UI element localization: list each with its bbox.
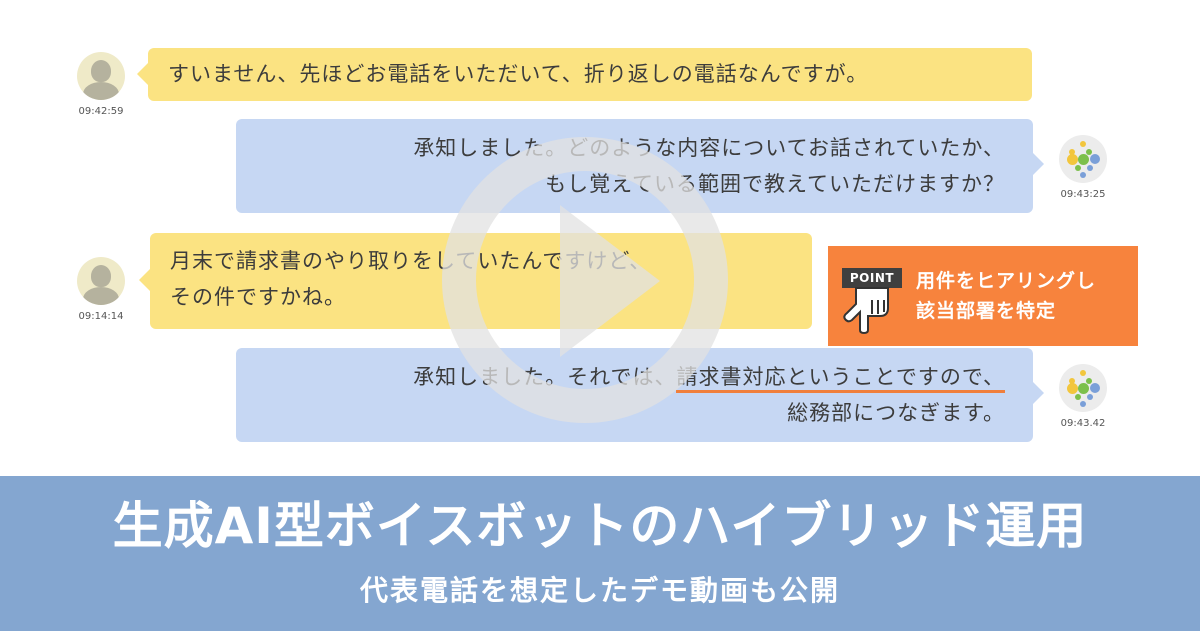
- bot-message-bubble: 承知しました。どのような内容についてお話されていたか、 もし覚えている範囲で教え…: [236, 119, 1044, 213]
- message-line: 承知しました。どのような内容についてお話されていたか、: [413, 136, 1005, 160]
- timestamp: 09:43:25: [1060, 189, 1106, 200]
- caller-avatar: [77, 257, 125, 305]
- bottom-margin: [0, 631, 1200, 644]
- timestamp: 09:42:59: [78, 106, 124, 117]
- point-tag: POINT: [842, 268, 902, 288]
- highlighted-phrase: 請求書対応ということですので、: [676, 365, 1005, 393]
- user-silhouette-icon: [91, 265, 111, 287]
- bot-avatar: [1059, 135, 1107, 183]
- title-banner: 生成AI型ボイスボットのハイブリッド運用 代表電話を想定したデモ動画も公開: [0, 476, 1200, 631]
- bot-avatar: [1059, 364, 1107, 412]
- message-line: その件ですかね。: [170, 285, 346, 309]
- message-line: 総務部につなぎます。: [787, 401, 1005, 425]
- caller-message-bubble: すいません、先ほどお電話をいただいて、折り返しの電話なんですが。: [137, 48, 1032, 101]
- banner-subtitle: 代表電話を想定したデモ動画も公開: [359, 574, 840, 607]
- play-button-icon[interactable]: [440, 125, 730, 435]
- chat-demo-area: 09:42:59 すいません、先ほどお電話をいただいて、折り返しの電話なんですが…: [77, 48, 1138, 442]
- user-silhouette-icon: [91, 60, 111, 82]
- timestamp: 09:43.42: [1060, 418, 1106, 429]
- caller-avatar: [77, 52, 125, 100]
- point-callout: POINT 用件をヒアリングし 該当部署を特定: [828, 246, 1138, 346]
- message-line: 承知しました。それでは、請求書対応ということですので、: [236, 359, 1005, 395]
- point-description: 用件をヒアリングし 該当部署を特定: [916, 270, 1097, 322]
- message-line: すいません、先ほどお電話をいただいて、折り返しの電話なんですが。: [168, 62, 869, 86]
- pointing-hand-icon: [843, 287, 889, 334]
- banner-title: 生成AI型ボイスボットのハイブリッド運用: [112, 497, 1088, 555]
- timestamp: 09:14:14: [78, 311, 124, 322]
